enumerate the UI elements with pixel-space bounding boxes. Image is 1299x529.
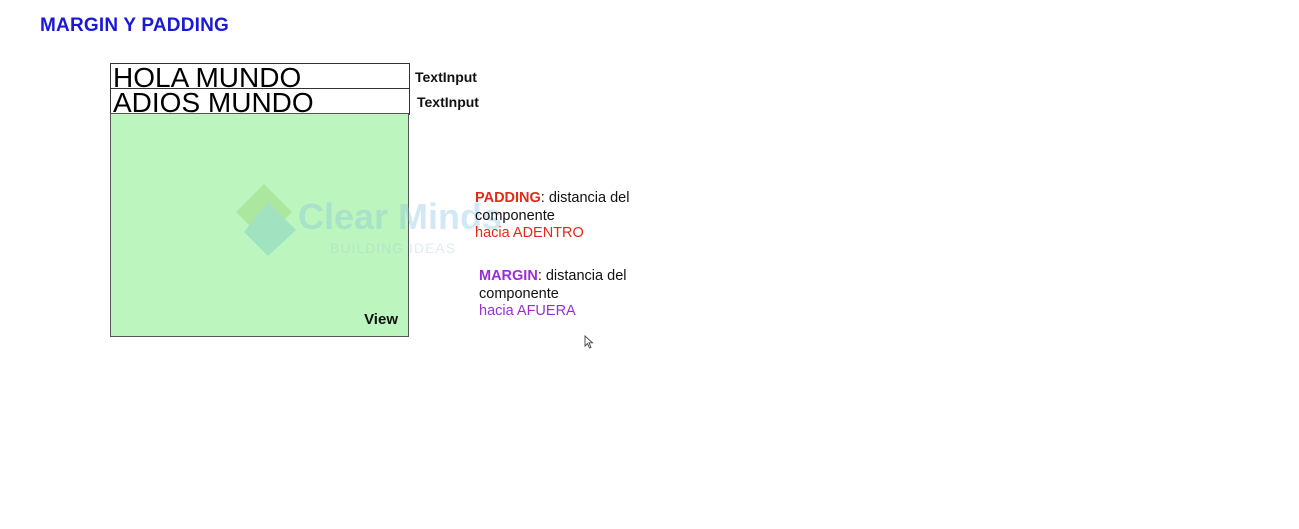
text-input-caption: TextInput — [417, 94, 479, 110]
margin-direction: hacia AFUERA — [479, 303, 576, 319]
hola-mundo-text-input[interactable]: HOLA MUNDO — [110, 63, 410, 90]
margin-note: MARGIN: distancia del componente hacia A… — [479, 268, 669, 321]
view-label: View — [364, 311, 398, 328]
padding-description: : distancia del componente — [475, 190, 630, 224]
padding-direction: hacia ADENTRO — [475, 225, 584, 241]
page-title: MARGIN Y PADDING — [40, 15, 229, 36]
margin-keyword: MARGIN — [479, 268, 538, 284]
view-container: View — [110, 113, 409, 337]
padding-keyword: PADDING — [475, 190, 541, 206]
margin-description: : distancia del componente — [479, 268, 627, 302]
text-input-caption: TextInput — [415, 69, 477, 85]
mouse-pointer-icon — [584, 335, 594, 349]
padding-note: PADDING: distancia del componente hacia … — [475, 190, 665, 243]
adios-mundo-text-input[interactable]: ADIOS MUNDO — [110, 88, 410, 115]
